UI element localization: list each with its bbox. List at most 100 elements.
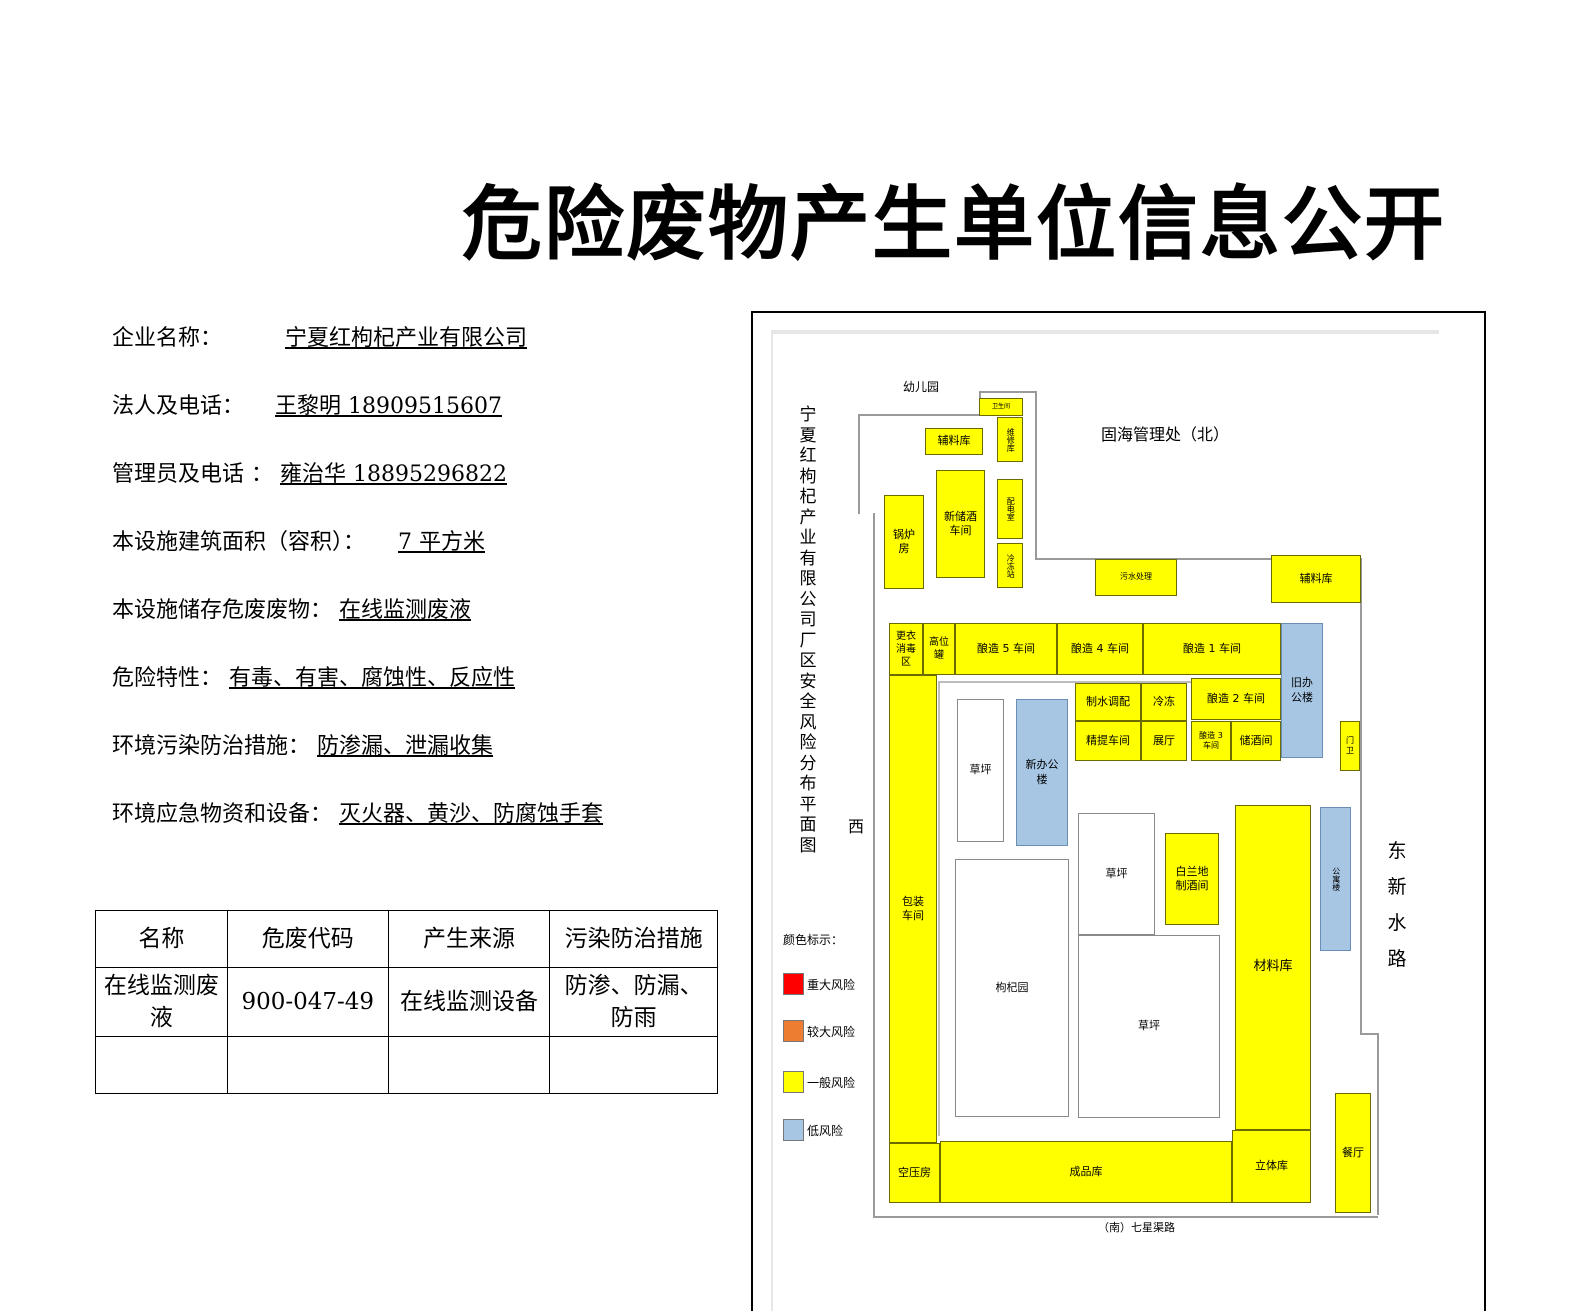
company-line: 企业名称： 宁夏红枸杞产业有限公司 bbox=[112, 320, 527, 352]
hazard-label: 危险特性： bbox=[112, 666, 223, 691]
area-lawn-1: 草坪 bbox=[957, 699, 1004, 842]
building-water: 制水调配 bbox=[1075, 683, 1141, 721]
table-cell bbox=[95, 1036, 228, 1095]
west-label: 西 bbox=[848, 817, 865, 836]
company-label: 企业名称： bbox=[112, 326, 223, 351]
boundary-line bbox=[858, 414, 980, 416]
stored-value: 在线监测废液 bbox=[339, 598, 472, 623]
page-title: 危险废物产生单位信息公开 bbox=[462, 178, 1446, 271]
emergency-line: 环境应急物资和设备： 灭火器、黄沙、防腐蚀手套 bbox=[112, 796, 603, 828]
table-header: 污染防治措施 bbox=[549, 910, 718, 968]
building-freeze-station: 冷冻站 bbox=[997, 543, 1023, 588]
building-extraction: 精提车间 bbox=[1075, 721, 1141, 761]
building-compressor: 空压房 bbox=[889, 1143, 940, 1203]
inner-road bbox=[938, 681, 940, 1136]
building-showroom: 展厅 bbox=[1141, 721, 1187, 761]
building-power: 配电室 bbox=[997, 479, 1023, 539]
boundary-line bbox=[1360, 1033, 1378, 1035]
boundary-line bbox=[1377, 1033, 1379, 1215]
building-new-wine-storage: 新储酒车间 bbox=[936, 470, 985, 578]
table-cell: 在线监测废液 bbox=[95, 966, 228, 1038]
map-vertical-title: 宁夏红枸杞产业有限公司厂区安全风险分布平面图 bbox=[799, 405, 817, 856]
boundary-line bbox=[1035, 391, 1037, 559]
map-border-left bbox=[771, 330, 773, 1311]
boundary-line bbox=[873, 513, 875, 1218]
table-cell: 在线监测设备 bbox=[387, 966, 551, 1038]
table-header: 产生来源 bbox=[387, 910, 551, 968]
table-header: 名称 bbox=[95, 910, 228, 968]
measures-line: 环境污染防治措施： 防渗漏、泄漏收集 bbox=[112, 728, 493, 760]
legend-swatch-major bbox=[783, 973, 804, 995]
building-brewing-2: 酿造 2 车间 bbox=[1191, 678, 1281, 720]
boundary-line bbox=[1035, 558, 1360, 560]
legend-swatch-low bbox=[783, 1119, 804, 1141]
boundary-line bbox=[873, 1216, 1378, 1218]
building-packaging: 包装车间 bbox=[889, 675, 937, 1143]
building-auxiliary-store: 辅料库 bbox=[925, 428, 983, 455]
building-new-office: 新办公楼 bbox=[1016, 699, 1068, 846]
area-line: 本设施建筑面积（容积）： 7 平方米 bbox=[112, 524, 485, 556]
building-brewing-5: 酿造 5 车间 bbox=[955, 623, 1057, 675]
building-restroom: 卫生间 bbox=[979, 398, 1023, 416]
table-row: 在线监测废液 900-047-49 在线监测设备 防渗、防漏、防雨 bbox=[95, 966, 718, 1038]
table-header-row: 名称 危废代码 产生来源 污染防治措施 bbox=[95, 910, 718, 968]
hazard-line: 危险特性： 有毒、有害、腐蚀性、反应性 bbox=[112, 660, 515, 692]
area-label: 本设施建筑面积（容积）： bbox=[112, 530, 366, 555]
building-finished-goods: 成品库 bbox=[940, 1141, 1232, 1203]
company-value: 宁夏红枸杞产业有限公司 bbox=[285, 326, 528, 351]
measures-value: 防渗漏、泄漏收集 bbox=[317, 734, 494, 759]
table-header: 危废代码 bbox=[226, 910, 389, 968]
table-row bbox=[95, 1036, 718, 1095]
east-label: 东新水路 bbox=[1387, 840, 1407, 970]
legend-swatch-significant bbox=[783, 1020, 804, 1042]
building-sewage: 污水处理 bbox=[1095, 559, 1177, 596]
table-cell: 防渗、防漏、防雨 bbox=[549, 966, 718, 1038]
south-label: （南）七星渠路 bbox=[1098, 1221, 1175, 1234]
north-label: 固海管理处（北） bbox=[1101, 425, 1230, 444]
waste-table: 名称 危废代码 产生来源 污染防治措施 在线监测废液 900-047-49 在线… bbox=[95, 910, 718, 1095]
boundary-line bbox=[979, 391, 1035, 393]
boundary-line bbox=[858, 414, 860, 514]
boundary-line bbox=[1360, 558, 1362, 1033]
site-map: 宁夏红枸杞产业有限公司厂区安全风险分布平面图 幼儿园 固海管理处（北） （南）七… bbox=[751, 311, 1486, 1311]
building-3d-warehouse: 立体库 bbox=[1232, 1130, 1311, 1203]
legend-label-significant: 较大风险 bbox=[807, 1025, 856, 1039]
table-cell: 900-047-49 bbox=[226, 966, 389, 1038]
area-lawn-3: 草坪 bbox=[1078, 935, 1220, 1118]
area-lawn-2: 草坪 bbox=[1078, 813, 1155, 935]
legend-title: 颜色标示： bbox=[783, 933, 844, 947]
area-value: 7 平方米 bbox=[398, 530, 486, 555]
building-brewing-1: 酿造 1 车间 bbox=[1143, 623, 1281, 675]
building-changing-room: 更衣消毒区 bbox=[889, 623, 923, 675]
map-border-top bbox=[771, 330, 1439, 334]
building-repair: 维修库 bbox=[997, 417, 1023, 462]
admin-label: 管理员及电话 ： bbox=[112, 462, 273, 487]
building-brewing-4: 酿造 4 车间 bbox=[1057, 623, 1143, 675]
legal-label: 法人及电话： bbox=[112, 394, 245, 419]
building-gatehouse: 门卫 bbox=[1340, 721, 1360, 771]
table-cell bbox=[387, 1036, 551, 1095]
legend-label-low: 低风险 bbox=[807, 1124, 844, 1138]
table-cell bbox=[226, 1036, 389, 1095]
table-cell bbox=[549, 1036, 718, 1095]
legal-value: 王黎明 18909515607 bbox=[275, 394, 502, 419]
building-brandy: 白兰地制酒间 bbox=[1165, 833, 1219, 925]
measures-label: 环境污染防治措施： bbox=[112, 734, 311, 759]
admin-value: 雍治华 18895296822 bbox=[280, 462, 507, 487]
kindergarten-label: 幼儿园 bbox=[903, 380, 940, 394]
emergency-label: 环境应急物资和设备： bbox=[112, 802, 333, 827]
building-high-tank: 高位罐 bbox=[923, 623, 955, 675]
building-material-store: 材料库 bbox=[1235, 805, 1311, 1130]
legend-label-major: 重大风险 bbox=[807, 978, 856, 992]
building-freeze: 冷冻 bbox=[1141, 683, 1187, 721]
admin-line: 管理员及电话 ： 雍治华 18895296822 bbox=[112, 456, 507, 488]
building-boiler: 锅炉房 bbox=[884, 495, 924, 589]
building-apartment: 公寓楼 bbox=[1320, 807, 1351, 951]
area-goji-garden: 枸杞园 bbox=[955, 859, 1069, 1117]
stored-line: 本设施储存危废废物： 在线监测废液 bbox=[112, 592, 471, 624]
inner-road bbox=[938, 681, 1283, 683]
building-brewing-3: 酿造 3 车间 bbox=[1191, 721, 1231, 761]
hazard-value: 有毒、有害、腐蚀性、反应性 bbox=[229, 666, 516, 691]
building-old-office: 旧办公楼 bbox=[1281, 623, 1323, 758]
building-canteen: 餐厅 bbox=[1335, 1093, 1371, 1213]
